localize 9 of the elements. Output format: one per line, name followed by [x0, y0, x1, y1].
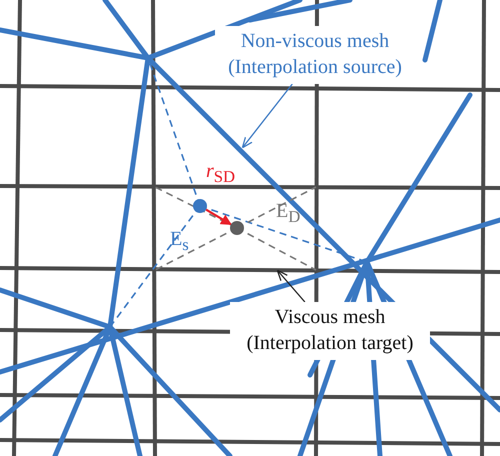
element-label: E$_{s}$ — [170, 228, 189, 256]
edge-label: r$_{SD}$ — [206, 160, 236, 188]
mesh-point — [230, 221, 244, 235]
element-label: E$_{D}$ — [276, 200, 300, 228]
leader-line — [276, 270, 306, 302]
callout-text: Viscous mesh (Interpolation target) — [230, 302, 430, 360]
vector-arrow — [205, 208, 232, 226]
mesh-point — [193, 199, 207, 213]
leader-line — [242, 84, 293, 148]
